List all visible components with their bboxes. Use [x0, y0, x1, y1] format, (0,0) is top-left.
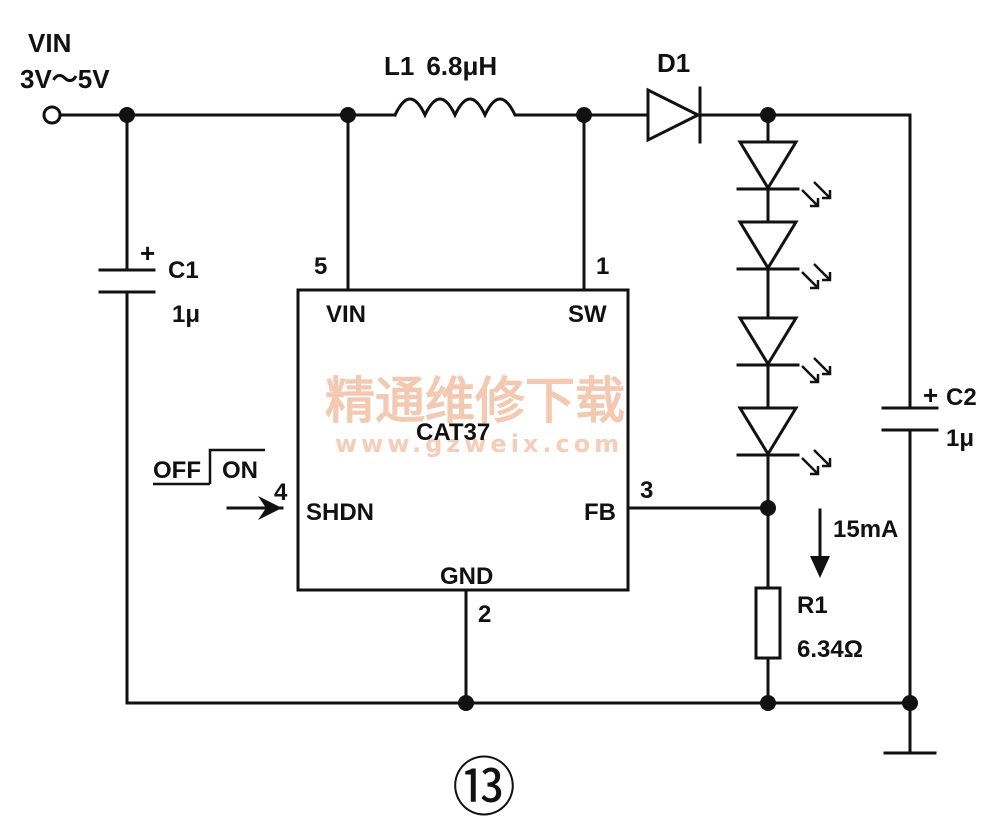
current-arrow-icon [810, 508, 830, 578]
inductor-icon [393, 97, 524, 119]
diode-d1-icon [646, 86, 702, 144]
c1-ref: C1 [168, 257, 199, 284]
junction-c2-bottom [902, 695, 918, 711]
c2-ref: C2 [946, 384, 977, 411]
pin-shdn-name: SHDN [306, 499, 374, 526]
c1-polarity: + [140, 238, 155, 268]
diode-label: D1 [657, 48, 690, 78]
pin-vin-number: 5 [314, 253, 327, 280]
led-3-icon [736, 316, 832, 384]
led-1-icon [736, 140, 832, 208]
shdn-input-arrow-icon [226, 496, 284, 520]
junction-vin-pin [340, 107, 356, 123]
junction-led-anode [760, 107, 776, 123]
junction-r1-bottom [760, 695, 776, 711]
junction-fb [760, 500, 776, 516]
led-4-icon [736, 406, 832, 476]
junctions [119, 107, 918, 711]
vin-label: VIN [28, 28, 71, 58]
pin-sw-number: 1 [596, 253, 609, 280]
ic-name: CAT37 [416, 419, 490, 446]
ic-cat37-body [296, 288, 630, 592]
junction-c1-top [119, 107, 135, 123]
pin-gnd-name: GND [440, 563, 493, 590]
resistor-r1-icon [754, 586, 782, 660]
watermark-chinese: 精通维修下载 [325, 372, 625, 430]
pin-fb-name: FB [584, 499, 616, 526]
pin-gnd-number: 2 [478, 601, 491, 628]
c2-polarity: + [923, 380, 938, 410]
junction-gnd-pin [458, 695, 474, 711]
capacitor-c2-icon [881, 406, 939, 432]
wires [58, 113, 937, 755]
c1-value: 1μ [172, 301, 200, 328]
on-label: ON [222, 457, 258, 484]
capacitor-c1-icon [98, 268, 156, 294]
pin-sw-name: SW [568, 301, 607, 328]
current-label: 15mA [833, 516, 898, 543]
watermark-url: www.gzweix.com [335, 430, 623, 458]
pin-vin-name: VIN [326, 301, 366, 328]
pin-fb-number: 3 [640, 477, 653, 504]
pin-shdn-number: 4 [274, 479, 288, 506]
led-2-icon [736, 220, 832, 290]
figure-number: ⑬ [452, 752, 516, 826]
vin-terminal-icon [42, 105, 62, 125]
off-label: OFF [153, 457, 201, 484]
c2-value: 1μ [946, 425, 974, 452]
r1-value: 6.34Ω [797, 636, 863, 663]
vin-range: 3V～5V [20, 64, 110, 94]
off-on-signal: OFF ON [153, 448, 265, 486]
r1-ref: R1 [797, 592, 828, 619]
junction-sw [576, 107, 592, 123]
